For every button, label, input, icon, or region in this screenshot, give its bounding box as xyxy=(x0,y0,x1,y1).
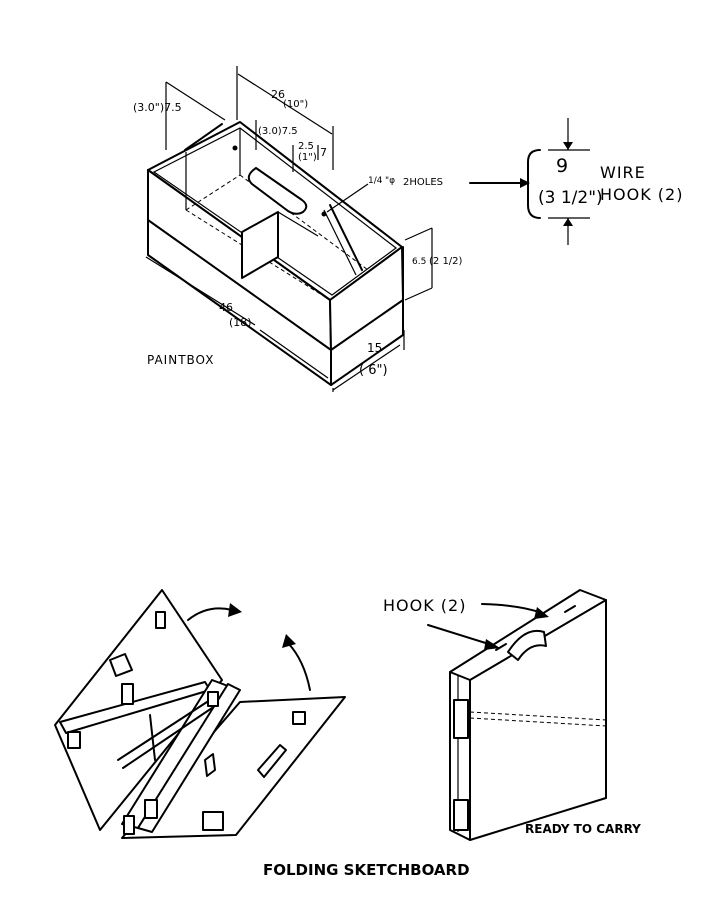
holes-note-symbol: "φ xyxy=(385,176,395,186)
wire-hook-drawing xyxy=(469,118,590,245)
wire-hook-label-2: HOOK (2) xyxy=(600,185,683,204)
rotate-arrow-icon xyxy=(187,607,233,621)
dim-slot-width: (3.0)7.5 xyxy=(258,126,298,137)
block-icon xyxy=(155,611,166,629)
paintbox-handle-slot xyxy=(247,167,308,215)
dim-slot-7: 7 xyxy=(320,146,327,159)
paintbox-caption: PAINTBOX xyxy=(147,353,214,367)
arrow-head-icon xyxy=(484,639,500,650)
dim-end-height: (3.0")7.5 xyxy=(133,101,182,114)
paintbox-end-face xyxy=(329,246,404,351)
dim-width-in: ( 6") xyxy=(359,363,388,378)
arrow-head-icon xyxy=(520,178,530,188)
sketchboard-caption: FOLDING SKETCHBOARD xyxy=(263,861,470,879)
sketchboard-closed-drawing xyxy=(427,589,607,841)
sketchboard-open-drawing xyxy=(54,589,346,839)
block-icon xyxy=(257,744,287,778)
holes-note-fraction: 1/4 xyxy=(368,176,383,186)
rotate-arrow-icon xyxy=(287,642,311,691)
paintbox-drawing xyxy=(145,66,433,392)
wire-hook-label: WIRE xyxy=(600,163,646,182)
dim-width: 15 xyxy=(367,341,382,355)
wire-hook-dim-in: (3 1/2") xyxy=(538,188,603,208)
block-icon xyxy=(121,683,134,705)
carry-handle xyxy=(507,630,547,661)
hook-label: HOOK (2) xyxy=(383,596,466,615)
dim-height-in: (2 1/2) xyxy=(429,256,463,267)
paintbox-divider xyxy=(241,211,279,279)
dim-top-length-in: (10") xyxy=(283,99,308,110)
paintbox-hole-icon xyxy=(321,211,327,217)
dim-length-in: (18) xyxy=(229,316,252,329)
dim-slot-length: 2.5 xyxy=(298,141,314,152)
wire-hook-shape xyxy=(527,149,541,219)
arrow-head-icon xyxy=(534,607,549,619)
paintbox-hole-icon xyxy=(232,145,238,151)
holes-note: 2HOLES xyxy=(403,177,443,188)
wire-hook-dim: 9 xyxy=(556,155,568,177)
block-icon xyxy=(292,711,306,725)
dim-height: 6.5 xyxy=(412,257,426,267)
dim-slot-length-in: (1") xyxy=(298,152,317,163)
dim-top-length: 26 xyxy=(271,88,285,101)
dim-length: 46 xyxy=(219,301,233,314)
ready-to-carry-label: READY TO CARRY xyxy=(525,822,641,836)
